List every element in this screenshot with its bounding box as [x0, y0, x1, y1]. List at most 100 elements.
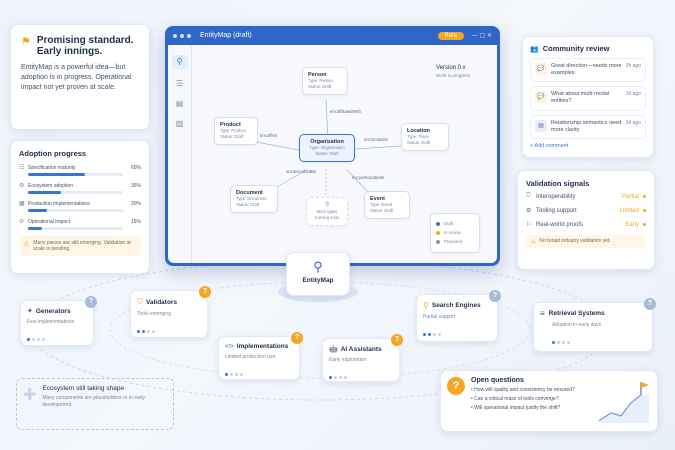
window-sidebar: ⚲ ☰ ▤ ▥: [168, 45, 192, 263]
comment-text: What about multi-modal entities?: [551, 91, 610, 105]
edge-offers: em:offers: [260, 133, 278, 138]
adoption-pct: 20%: [130, 200, 141, 207]
comment-item[interactable]: 💬 What about multi-modal entities? 1d ag…: [530, 86, 646, 111]
warning-icon: ⚠: [531, 239, 537, 245]
edge-located: em:locatedIn: [364, 137, 388, 142]
question-item: • Can a critical mass of tools converge?: [471, 396, 559, 402]
question-badge: ?: [391, 334, 403, 346]
node-organization[interactable]: Organization Type: Organization Status: …: [299, 134, 355, 162]
eco-ai-assistants[interactable]: 🤖AI Assistants Early exploration ?: [322, 334, 403, 382]
validation-card: Validation signals ⛉ Interoperability Pa…: [517, 170, 655, 270]
community-card: 👥 Community review 💬 Great direction—nee…: [522, 36, 654, 158]
node-more-types[interactable]: ? More types Coming soon: [306, 197, 348, 226]
validation-row: ⚙ Tooling support Limited: [526, 207, 646, 214]
adoption-pct: 15%: [130, 218, 141, 225]
comment-time: 1d ago: [625, 91, 641, 98]
robot-icon: 🤖: [329, 346, 338, 353]
entitymap-window: EntityMap (draft) Beta — ▢ ✕ ⚲ ☰ ▤ ▥ Per…: [165, 26, 500, 266]
question-badge: ?: [489, 290, 501, 302]
adoption-title: Adoption progress: [19, 149, 87, 158]
row-icon: ⚙: [19, 183, 25, 189]
legend-item: In review: [436, 230, 474, 236]
add-comment-link[interactable]: + Add comment: [530, 142, 569, 149]
node-document[interactable]: Document Type: Document Status: Draft: [230, 185, 278, 213]
intro-card: ⚑ Promising standard. Early innings. Ent…: [10, 24, 150, 130]
eco-retrieval-systems[interactable]: ≡Retrieval Systems Adoption in early day…: [533, 298, 656, 352]
comment-icon: ▤: [535, 119, 547, 132]
flag-icon: ⚑: [21, 36, 31, 48]
chart-icon[interactable]: ▥: [175, 119, 184, 128]
eco-validators[interactable]: ⛉Validators Tools emerging ?: [130, 286, 211, 338]
people-icon: 👥: [530, 45, 539, 53]
question-badge: ?: [644, 298, 656, 310]
adoption-pct: 60%: [130, 164, 141, 171]
signal-icon: ⚙: [526, 208, 532, 214]
row-icon: ⊘: [19, 219, 25, 225]
node-event[interactable]: Event Type: Event Status: Draft: [364, 191, 410, 219]
adoption-label: Ecosystem adoption: [28, 182, 74, 189]
adoption-row: ⚙ Ecosystem adoption 35%: [19, 182, 141, 194]
comment-item[interactable]: ▤ Relationship semantics need more clari…: [530, 114, 646, 139]
entitymap-hub[interactable]: ⚲ EntityMap: [286, 252, 350, 296]
adoption-label: Production implementations: [28, 200, 90, 207]
adoption-card: Adoption progress ☷ Specification maturi…: [10, 140, 150, 274]
adoption-bar: [28, 191, 123, 194]
row-icon: ▦: [19, 201, 25, 207]
eco-search-engines[interactable]: ⚲Search Engines Partial support ?: [416, 290, 501, 342]
trend-line-icon: [598, 382, 649, 423]
question-icon: ?: [447, 377, 465, 395]
signal-label: Interoperability: [536, 193, 576, 200]
graph-icon[interactable]: ⚲: [171, 55, 188, 69]
open-questions-card: ? Open questions • How will quality and …: [440, 370, 658, 432]
signal-icon: ⚐: [526, 222, 532, 228]
eco-implementations[interactable]: </>Implementations Limited production us…: [218, 332, 303, 380]
question-badge: ?: [85, 296, 97, 308]
database-icon: ≡: [540, 309, 545, 318]
wand-icon: ✦: [27, 308, 33, 315]
question-item: • Will operational impact justify the sh…: [471, 405, 561, 411]
beta-badge[interactable]: Beta: [437, 31, 464, 40]
comment-item[interactable]: 💬 Great direction—needs more examples. 2…: [530, 58, 646, 83]
adoption-label: Specification maturity: [28, 164, 76, 171]
intro-title-1: Promising standard.: [36, 35, 134, 46]
adoption-label: Operational impact: [28, 218, 70, 225]
comment-time: 2d ago: [625, 119, 641, 126]
legend-item: Draft: [436, 221, 474, 227]
search-icon: ⚲: [423, 301, 429, 310]
validation-row: ⚐ Real-world proofs Early: [526, 221, 646, 228]
row-icon: ☷: [19, 165, 25, 171]
validation-note: ⚠ No broad industry validation yet.: [526, 235, 646, 248]
list-icon[interactable]: ☰: [175, 79, 184, 88]
adoption-pct: 35%: [130, 182, 141, 189]
window-controls[interactable]: — ▢ ✕: [471, 33, 492, 39]
warning-icon: ⚠: [23, 241, 30, 248]
version-box: Version 0.x Work in progress: [436, 65, 470, 78]
edge-participated: em:participatedIn: [352, 175, 385, 180]
document-icon[interactable]: ▤: [175, 99, 184, 108]
adoption-warning: ⚠ Many pieces are still emerging. Valida…: [19, 236, 141, 256]
intro-title-2: Early innings.: [36, 46, 103, 57]
comment-text: Relationship semantics need more clarity…: [551, 119, 622, 133]
adoption-bar: [28, 173, 123, 176]
ecosystem-note: ✚ Ecosystem still taking shape Many comp…: [16, 378, 174, 430]
intro-body: EntityMap is a powerful idea—but adoptio…: [21, 64, 132, 92]
node-product[interactable]: Product Type: Product Status: Draft: [214, 117, 258, 145]
node-location[interactable]: Location Type: Place Status: Draft: [401, 123, 449, 151]
adoption-bar: [28, 227, 123, 230]
question-badge: ?: [291, 332, 303, 344]
edge-affiliated: em:affiliatedWith: [330, 109, 361, 114]
comment-text: Great direction—needs more examples.: [551, 63, 622, 77]
signal-value: Partial: [621, 193, 639, 200]
adoption-row: ☷ Specification maturity 60%: [19, 164, 141, 176]
question-icon: ?: [325, 202, 329, 209]
signal-icon: ⛉: [526, 193, 531, 199]
eco-generators[interactable]: ✦Generators Few implementations ?: [20, 296, 97, 346]
node-person[interactable]: Person Type: Person Status: Draft: [302, 67, 348, 95]
adoption-row: ▦ Production implementations 20%: [19, 200, 141, 212]
network-icon: ⚲: [313, 259, 323, 274]
signal-value: Limited: [619, 207, 639, 214]
edge-described: em:describedBy: [286, 169, 317, 174]
shield-icon: ⛉: [137, 297, 143, 306]
legend-item: Proposed: [436, 239, 474, 245]
